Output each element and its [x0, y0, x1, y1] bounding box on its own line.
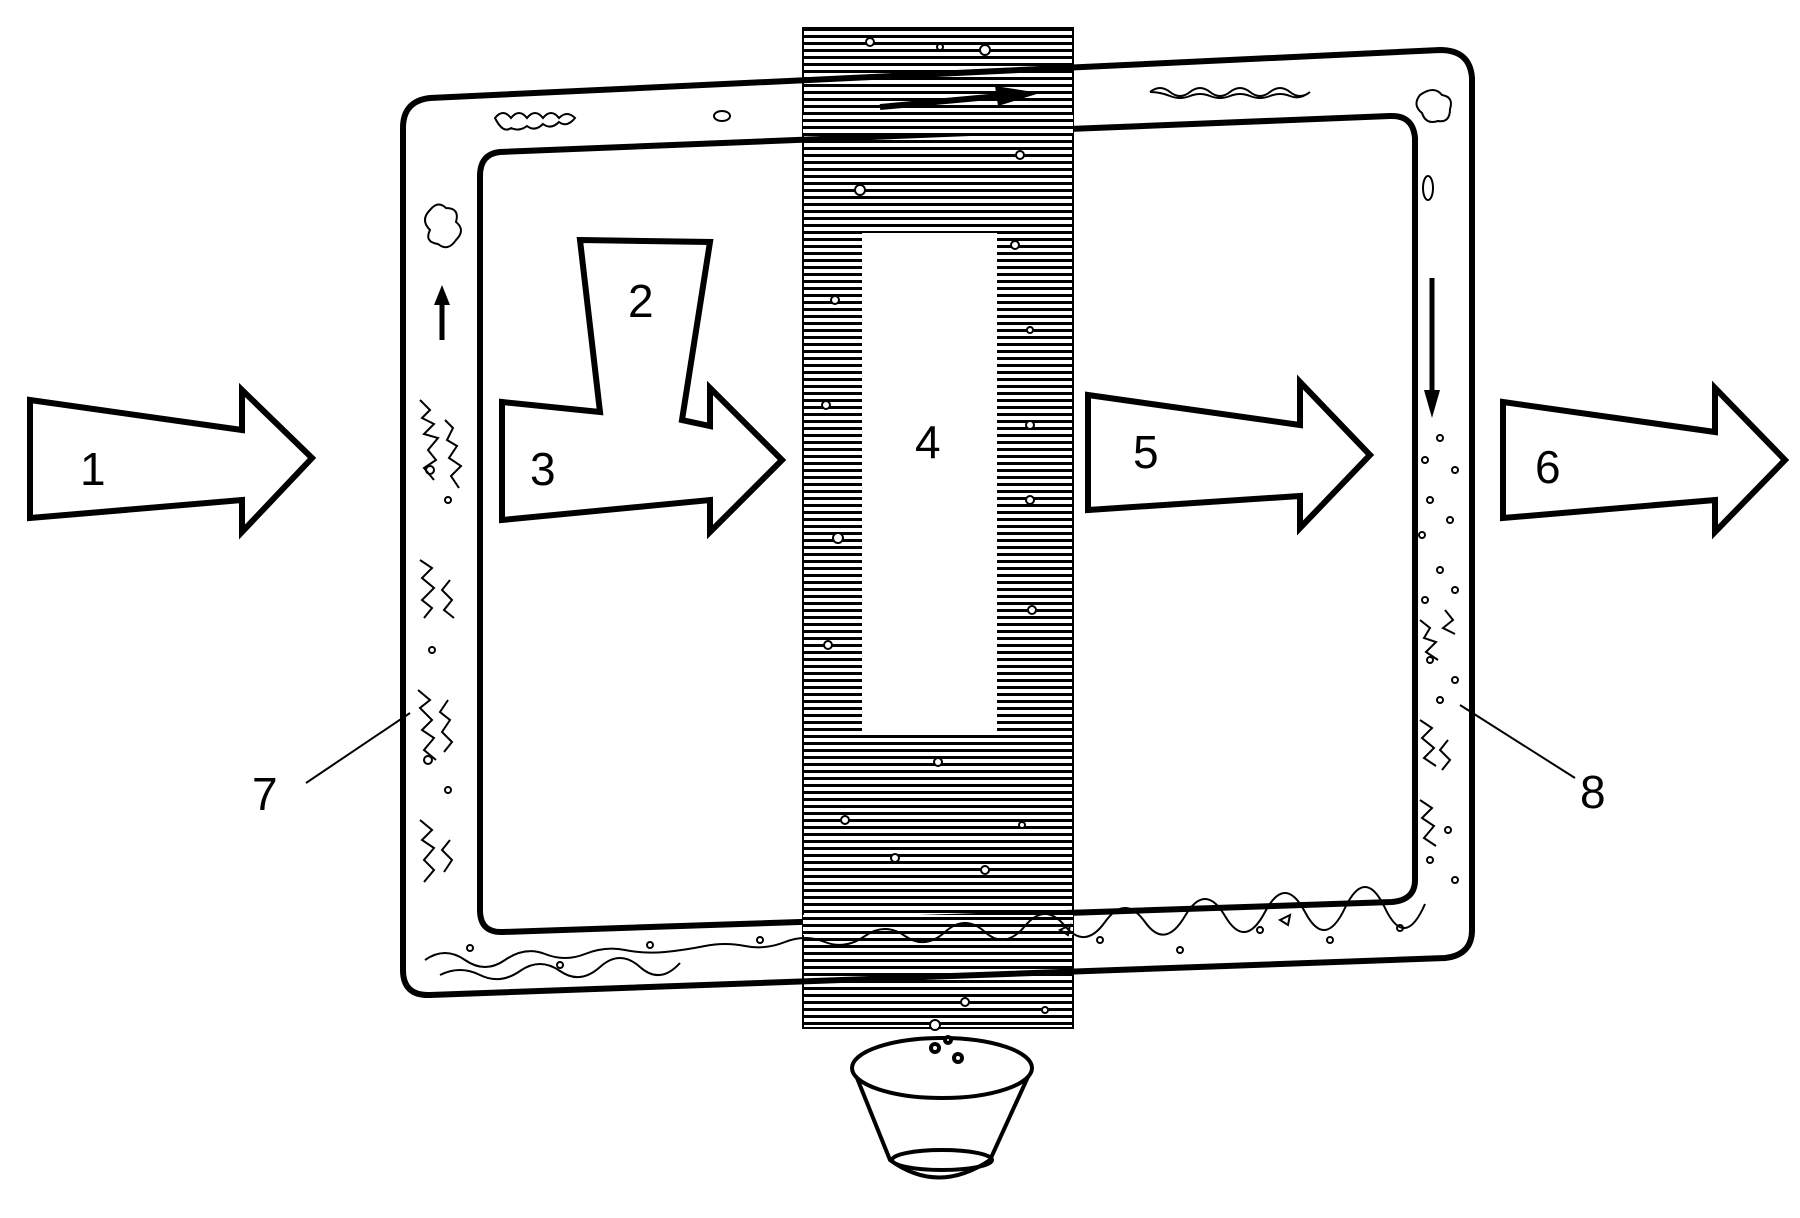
recirculation-loop: [400, 46, 1475, 999]
label-5: 5: [1133, 426, 1159, 478]
label-1: 1: [80, 443, 106, 495]
arrow-1: [27, 382, 317, 540]
belt-window: [862, 233, 997, 733]
top-channel-texture: [493, 87, 1311, 131]
down-flow-arrow: [1424, 278, 1440, 418]
leader-line-7: [305, 712, 411, 784]
arrow-3-with-funnel-2: [499, 236, 787, 540]
arrow-5: [1085, 374, 1375, 536]
label-6: 6: [1535, 441, 1561, 493]
up-flow-arrow: [434, 285, 450, 340]
left-channel-texture: [417, 203, 463, 883]
top-flow-arrow: [879, 86, 1040, 110]
bottom-channel-texture: [424, 886, 1426, 981]
filter-belt: [802, 27, 1074, 1031]
label-7: 7: [252, 768, 278, 820]
label-3: 3: [530, 443, 556, 495]
leader-line-8: [1459, 704, 1576, 779]
label-2: 2: [628, 275, 654, 327]
collection-bowl: [850, 1035, 1034, 1180]
label-8: 8: [1580, 766, 1606, 818]
label-4: 4: [915, 416, 941, 468]
arrow-6: [1500, 380, 1790, 540]
right-channel-texture: [1415, 89, 1459, 884]
